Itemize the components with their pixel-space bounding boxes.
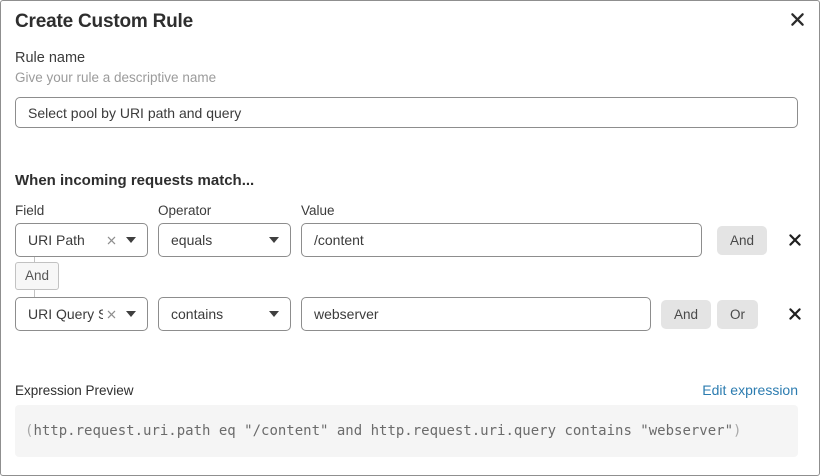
rule-name-input[interactable] — [15, 97, 798, 128]
dialog-title: Create Custom Rule — [15, 11, 193, 32]
operator-select-value: equals — [171, 232, 213, 248]
value-column-label: Value — [301, 203, 335, 218]
close-button[interactable] — [787, 9, 807, 29]
clear-selection-icon[interactable] — [107, 236, 116, 245]
clear-selection-icon[interactable] — [107, 310, 116, 319]
expression-preview-label: Expression Preview — [15, 382, 134, 398]
expression-code-block: (http.request.uri.path eq "/content" and… — [15, 405, 798, 457]
add-or-condition-button[interactable]: Or — [717, 299, 759, 329]
operator-column-label: Operator — [158, 203, 212, 218]
rule-name-helper: Give your rule a descriptive name — [15, 70, 217, 85]
expression-preview-header: Expression Preview Edit expression — [15, 382, 798, 398]
connector-and-badge: And — [15, 262, 60, 290]
column-labels: Field Operator Value — [15, 203, 805, 218]
caret-down-icon — [126, 237, 136, 243]
field-select[interactable]: URI Query St... — [15, 297, 148, 331]
connector-line — [34, 257, 35, 262]
condition-connector: And — [15, 257, 805, 297]
operator-select-value: contains — [171, 306, 224, 322]
value-input[interactable] — [301, 223, 702, 257]
close-icon — [790, 12, 805, 27]
match-heading: When incoming requests match... — [15, 172, 255, 189]
field-select[interactable]: URI Path — [15, 223, 148, 257]
add-and-condition-button[interactable]: And — [717, 225, 768, 255]
operator-select[interactable]: contains — [158, 297, 291, 331]
edit-expression-link[interactable]: Edit expression — [702, 382, 798, 398]
expression-code: http.request.uri.path eq "/content" and … — [33, 423, 734, 439]
expression-paren-close: ) — [733, 423, 742, 439]
caret-down-icon — [126, 311, 136, 317]
add-and-condition-button[interactable]: And — [661, 299, 712, 329]
x-icon — [788, 233, 802, 247]
caret-down-icon — [269, 237, 279, 243]
value-input[interactable] — [301, 297, 651, 331]
caret-down-icon — [269, 311, 279, 317]
expression-paren-open: ( — [25, 423, 34, 439]
field-select-value: URI Path — [28, 232, 85, 248]
x-icon — [788, 307, 802, 321]
remove-condition-button[interactable] — [786, 231, 804, 249]
field-column-label: Field — [15, 203, 45, 218]
condition-row: URI Query St... contains And Or — [15, 297, 805, 331]
remove-condition-button[interactable] — [786, 305, 804, 323]
field-select-value: URI Query St... — [28, 306, 103, 322]
operator-select[interactable]: equals — [158, 223, 291, 257]
connector-line — [34, 290, 35, 297]
condition-row: URI Path equals And — [15, 223, 805, 257]
rule-name-label: Rule name — [15, 50, 86, 66]
